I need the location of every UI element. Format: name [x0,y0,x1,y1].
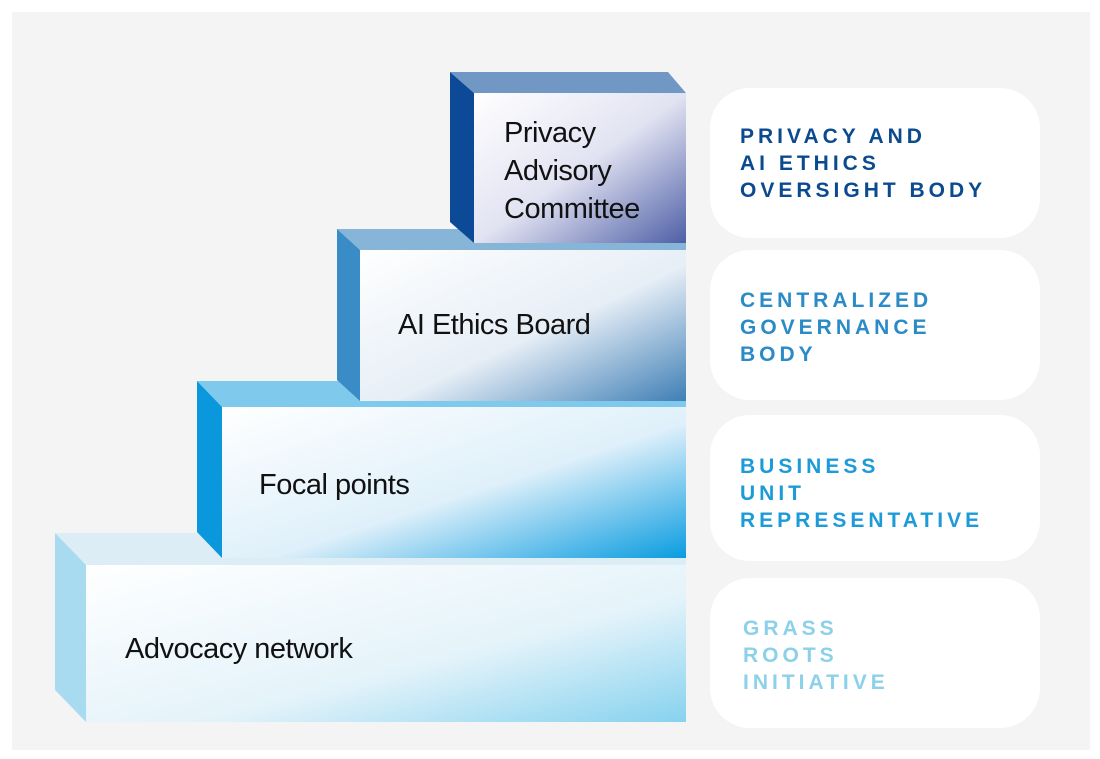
step-side-face [450,72,474,243]
step-front-face [474,93,686,243]
step-front-face [222,407,686,558]
description-card-oversight: PRIVACY AND AI ETHICS OVERSIGHT BODY [710,88,1040,238]
step-label-advocacy-network: Advocacy network [125,633,353,665]
step-side-face [55,533,86,722]
step-label-focal-points: Focal points [259,469,410,501]
description-text: CENTRALIZED GOVERNANCE BODY [740,289,933,366]
step-advocacy-network [55,533,686,722]
description-text: BUSINESS UNIT REPRESENTATIVE [740,455,984,532]
step-privacy-advisory-committee [450,72,686,243]
description-text: GRASS ROOTS INITIATIVE [743,617,889,694]
step-front-face [86,565,686,722]
description-card-business-unit: BUSINESS UNIT REPRESENTATIVE [710,415,1040,561]
description-card-governance: CENTRALIZED GOVERNANCE BODY [710,250,1040,400]
step-side-face [197,381,222,558]
step-label-ai-ethics-board: AI Ethics Board [398,309,591,341]
description-card-grass-roots: GRASS ROOTS INITIATIVE [710,578,1040,728]
step-front-face [360,250,686,401]
step-label-privacy-advisory-committee: Privacy Advisory Committee [504,117,640,225]
description-text: PRIVACY AND AI ETHICS OVERSIGHT BODY [740,125,987,202]
step-top-face [450,72,686,93]
step-side-face [337,229,360,401]
